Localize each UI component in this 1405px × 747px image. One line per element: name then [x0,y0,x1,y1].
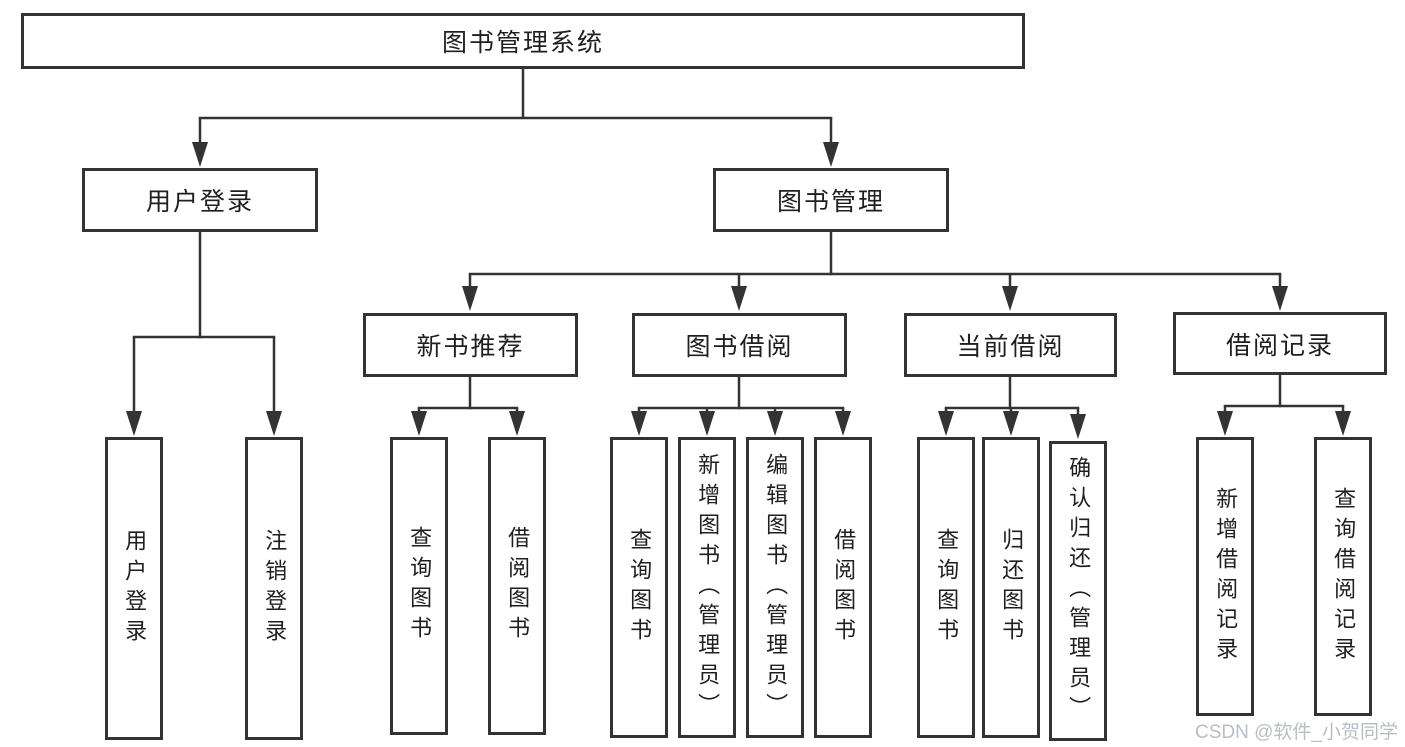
leaf-return-book-label: 归还图书 [999,527,1025,648]
leaf-add-borrow-record-label: 新增借阅记录 [1213,486,1239,667]
node-current-borrow-label: 当前借阅 [956,333,1065,361]
node-user-login: 用户登录 [82,168,318,232]
leaf-user-login-label: 用户登录 [122,528,148,649]
arrowheads-level2 [192,142,839,167]
node-root-system: 图书管理系统 [21,13,1025,69]
leaf-recommend-borrow-book: 借阅图书 [488,437,546,735]
node-new-book-recommend: 新书推荐 [363,313,578,377]
leaf-current-query-book: 查询图书 [917,437,975,738]
leaf-confirm-return-admin-label: 确认归还（管理员） [1066,456,1092,726]
node-root-label: 图书管理系统 [441,29,604,57]
leaf-user-login: 用户登录 [105,437,163,740]
arrowheads-current-group [938,411,1086,439]
node-book-management: 图书管理 [713,168,949,232]
leaf-borrow-query-book-label: 查询图书 [627,527,653,648]
node-book-borrow: 图书借阅 [632,313,847,377]
leaf-current-query-book-label: 查询图书 [934,527,960,648]
leaf-add-book-admin-label: 新增图书（管理员） [695,452,721,723]
leaf-add-borrow-record: 新增借阅记录 [1196,437,1254,716]
csdn-watermark: CSDN @软件_小贺同学 [1195,722,1398,743]
arrowheads-login-group [126,411,282,436]
arrowheads-recommend-group [411,411,525,436]
node-borrow-records: 借阅记录 [1173,312,1387,375]
node-book-borrow-label: 图书借阅 [685,333,794,361]
leaf-borrow-book-label: 借阅图书 [831,527,857,648]
arrowheads-borrow-group [631,411,851,436]
connector-recommend-group [417,376,519,414]
leaf-logout-label: 注销登录 [262,528,288,649]
connector-root-to-level2 [198,69,833,146]
arrowheads-level3 [462,286,1288,311]
leaf-edit-book-admin-label: 编辑图书（管理员） [763,452,789,723]
connector-current-group [944,376,1080,416]
leaf-add-book-admin: 新增图书（管理员） [678,437,736,738]
leaf-recommend-query-book-label: 查询图书 [407,526,433,646]
node-current-borrow: 当前借阅 [904,313,1117,377]
connector-mgmt-to-level3 [468,232,1282,290]
leaf-edit-book-admin: 编辑图书（管理员） [746,437,804,738]
leaf-query-borrow-record-label: 查询借阅记录 [1331,486,1357,667]
leaf-query-borrow-record: 查询借阅记录 [1314,437,1372,716]
leaf-borrow-book: 借阅图书 [814,437,872,738]
node-book-management-label: 图书管理 [776,188,885,216]
node-user-login-label: 用户登录 [145,188,254,216]
connector-borrow-group [637,376,845,414]
node-new-book-recommend-label: 新书推荐 [416,333,525,361]
connector-records-group [1223,374,1345,412]
connector-login-group [132,232,276,414]
leaf-logout: 注销登录 [245,437,303,740]
node-borrow-records-label: 借阅记录 [1225,331,1334,360]
leaf-confirm-return-admin: 确认归还（管理员） [1049,441,1107,741]
leaf-borrow-query-book: 查询图书 [610,437,668,738]
leaf-recommend-borrow-book-label: 借阅图书 [505,526,531,646]
leaf-return-book: 归还图书 [982,437,1040,738]
leaf-recommend-query-book: 查询图书 [390,437,448,735]
arrowheads-records-group [1217,411,1351,436]
